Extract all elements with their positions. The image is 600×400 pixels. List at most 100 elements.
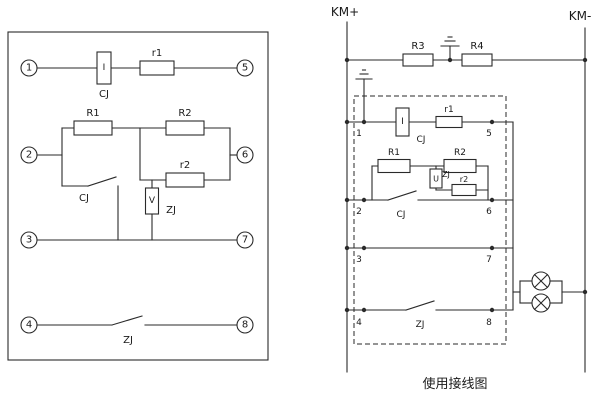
resistor-label: r1 [152, 48, 162, 59]
contact-blade [387, 190, 417, 201]
terminal-dot [361, 119, 367, 125]
terminal-number: 4 [26, 320, 32, 331]
terminal-dot [489, 197, 495, 203]
bus-negative-label: KM- [569, 9, 592, 23]
terminal-number-5: 5 [486, 129, 492, 139]
contact-label: ZJ [123, 335, 133, 346]
resistor-R2: R2 [443, 148, 477, 174]
terminal-number: 7 [242, 235, 248, 246]
contact-blade [405, 300, 435, 311]
coil-body [144, 187, 160, 215]
resistor-label: r1 [444, 105, 453, 115]
zj-contact: ZJ [405, 300, 435, 330]
terminal-number-4: 4 [356, 318, 362, 328]
junction-dot [344, 245, 350, 251]
coil-body [429, 168, 443, 189]
resistor-R1: R1 [377, 148, 411, 174]
resistor-R4: R4 [461, 41, 493, 67]
lamp-cross [533, 295, 549, 311]
terminal-dot [489, 245, 495, 251]
terminal-number-3: 3 [356, 255, 362, 265]
cj-coil: I CJ [395, 107, 426, 145]
panel-border [7, 31, 269, 361]
resistor-body [402, 53, 434, 67]
resistor-body [377, 158, 411, 174]
coil-label: CJ [99, 89, 109, 100]
terminal-6: 6 [236, 146, 254, 164]
coil-label: ZJ [442, 170, 450, 179]
resistor-body [451, 183, 477, 197]
terminal-dot [489, 307, 495, 313]
resistor-label: R1 [86, 108, 99, 119]
ground-icon [440, 36, 460, 61]
coil-label: ZJ [166, 205, 176, 216]
coil-symbol: I [103, 63, 106, 73]
zj-contact: ZJ [36, 315, 238, 346]
terminal-1: 1 [20, 59, 38, 77]
coil-symbol: I [401, 117, 404, 127]
resistor-label: r2 [460, 175, 468, 184]
coil-body [395, 107, 410, 137]
junction-dot [582, 57, 588, 63]
terminal-circle [20, 59, 38, 77]
terminal-circle [20, 231, 38, 249]
resistor-body [139, 60, 175, 76]
terminal-number-8: 8 [486, 318, 492, 328]
terminal-circle [236, 231, 254, 249]
terminal-circle [236, 316, 254, 334]
junction-dot [344, 57, 350, 63]
terminal-number: 3 [26, 235, 32, 246]
junction-dot [344, 197, 350, 203]
terminal-8: 8 [236, 316, 254, 334]
contact-label: ZJ [416, 320, 425, 330]
resistor-label: R2 [454, 148, 466, 158]
resistor-body [461, 53, 493, 67]
terminal-circle [20, 316, 38, 334]
coil-symbol: U [433, 175, 439, 184]
terminal-number: 2 [26, 150, 32, 161]
terminal-dot [361, 245, 367, 251]
terminal-5: 5 [236, 59, 254, 77]
resistor-R1: R1 [73, 108, 113, 136]
contact-blade [87, 176, 117, 187]
resistor-body [73, 120, 113, 136]
resistor-r2: r2 [165, 160, 205, 188]
usage-wiring-panel: KM+ KM- R3 R4 [331, 5, 591, 392]
terminal-number-7: 7 [486, 255, 492, 265]
terminal-number-6: 6 [486, 207, 492, 217]
resistor-body [443, 158, 477, 174]
terminal-number: 1 [26, 63, 32, 74]
terminal-number: 8 [242, 320, 248, 331]
contact-label: CJ [79, 193, 89, 204]
contact-label: CJ [397, 210, 406, 220]
zj-coil: V ZJ [144, 179, 176, 241]
cj-contact: CJ [61, 176, 119, 241]
junction-dot [344, 307, 350, 313]
resistor-r1: r1 [435, 105, 463, 129]
lamp-icon-1 [531, 271, 551, 291]
relay-dashed-outline [353, 95, 507, 345]
contact-blade [111, 315, 143, 326]
internal-wiring-panel: I CJ r1 1 5 R1 R2 [7, 31, 269, 361]
coil-label: CJ [417, 135, 426, 145]
cj-contact: CJ [387, 190, 417, 220]
resistor-label: r2 [180, 160, 190, 171]
resistor-body [165, 172, 205, 188]
resistor-R2: R2 [165, 108, 205, 136]
resistor-r1: r1 [139, 48, 175, 76]
cj-coil: I CJ [96, 51, 112, 100]
terminal-dot [489, 119, 495, 125]
junction-dot [344, 119, 350, 125]
zj-coil: U ZJ [429, 168, 450, 189]
resistor-label: R1 [388, 148, 400, 158]
terminal-2: 2 [20, 146, 38, 164]
terminal-circle [236, 146, 254, 164]
resistor-R3: R3 [402, 41, 434, 67]
terminal-number: 6 [242, 150, 248, 161]
lamp-icon-2 [531, 293, 551, 313]
coil-symbol: V [149, 196, 156, 206]
terminal-number-2: 2 [356, 207, 362, 217]
resistor-label: R2 [178, 108, 191, 119]
resistor-label: R3 [411, 41, 424, 52]
